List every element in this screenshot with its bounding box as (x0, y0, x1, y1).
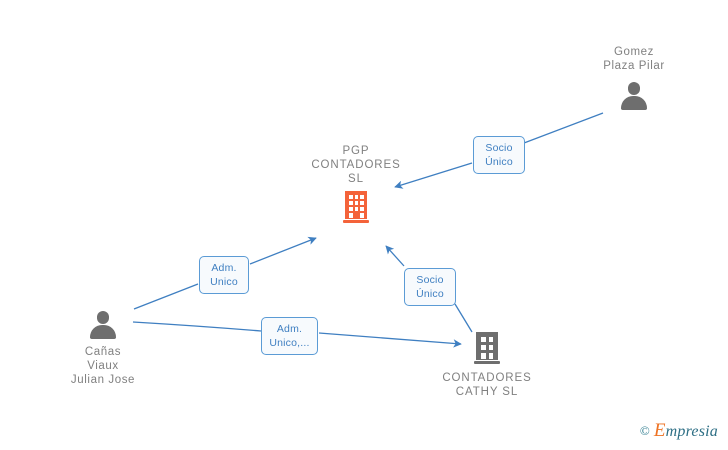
edge-canas-to-pgp (133, 283, 199, 310)
empresia-logo-rest: mpresia (665, 423, 718, 440)
edge-canas-to-cathy (132, 321, 262, 332)
node-contadores-cathy-sl[interactable]: CONTADORES CATHY SL (412, 332, 562, 399)
empresia-logo-initial: E (653, 420, 666, 441)
empresia-watermark: © Empresia (640, 420, 718, 442)
edge-gomez-to-pgp (523, 112, 604, 144)
copyright-icon: © (639, 423, 650, 438)
node-gomez-plaza-pilar[interactable]: Gomez Plaza Pilar (559, 45, 709, 110)
edge-cathy-to-pgp-head (385, 245, 405, 267)
building-icon (474, 332, 500, 364)
edge-canas-to-pgp-head (249, 236, 317, 265)
edge-label-adm-unico-cathy[interactable]: Adm. Unico,... (261, 317, 318, 355)
building-icon (343, 191, 369, 223)
gomez-icon-wrap (619, 82, 649, 110)
node-canas-viaux-julian-jose[interactable]: Cañas Viaux Julian Jose (28, 311, 178, 387)
empresia-logo: Empresia (654, 420, 718, 442)
cathy-icon-wrap (474, 332, 500, 364)
pgp-icon-wrap (343, 191, 369, 223)
person-icon (88, 311, 118, 339)
edge-label-socio-unico-gomez[interactable]: Socio Único (473, 136, 525, 174)
node-label-gomez-plaza-pilar: Gomez Plaza Pilar (603, 46, 665, 72)
edge-gomez-to-pgp-head (394, 162, 473, 189)
edge-label-adm-unico-pgp[interactable]: Adm. Unico (199, 256, 249, 294)
edge-cathy-to-pgp (454, 303, 473, 333)
node-label-canas-viaux-julian-jose: Cañas Viaux Julian Jose (70, 346, 136, 386)
edge-canas-to-cathy-head (318, 332, 462, 348)
person-icon (619, 82, 649, 110)
canas-icon-wrap (88, 311, 118, 339)
node-label-pgp-contadores-sl: PGP CONTADORES SL (311, 145, 401, 185)
node-label-contadores-cathy-sl: CONTADORES CATHY SL (442, 372, 532, 398)
edge-label-socio-unico-cathy[interactable]: Socio Único (404, 268, 456, 306)
node-pgp-contadores-sl[interactable]: PGP CONTADORES SL (281, 144, 431, 223)
